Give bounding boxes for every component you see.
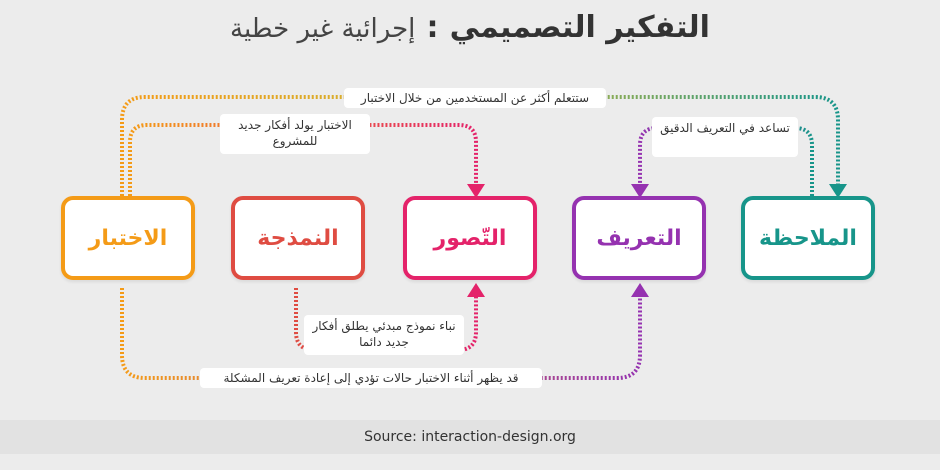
node-ideate-label: التّصور — [433, 225, 507, 251]
note-top-long: ستتعلم أكثر عن المستخدمين من خلال الاختب… — [344, 88, 606, 108]
arrowhead-define-top — [631, 184, 649, 198]
node-ideate: التّصور — [403, 196, 537, 280]
arrowhead-ideate-bottom — [467, 283, 485, 297]
node-test: الاختبار — [61, 196, 195, 280]
node-prototype: النمذجة — [231, 196, 365, 280]
note-bottom-long: قد يظهر أثناء الاختبار حالات تؤدي إلى إع… — [200, 368, 542, 388]
node-define-label: التعريف — [596, 225, 682, 251]
page-title: التفكير التصميمي : إجرائية غير خطية — [0, 10, 940, 45]
arrowhead-observe — [829, 184, 847, 198]
title-separator: : — [426, 10, 439, 45]
node-observe: الملاحظة — [741, 196, 875, 280]
title-bold: التفكير التصميمي — [449, 10, 710, 45]
arrowhead-define-bottom — [631, 283, 649, 297]
note-define-help: تساعد في التعريف الدقيق — [652, 117, 798, 157]
note-test-ideas: الاختبار يولد أفكار جديد للمشروع — [220, 114, 370, 154]
note-prototype-ideas: نباء نموذج مبدئي يطلق أفكار جديد دائما — [304, 315, 464, 355]
title-light: إجرائية غير خطية — [230, 14, 416, 44]
node-prototype-label: النمذجة — [257, 225, 339, 251]
source-footer: Source: interaction-design.org — [0, 420, 940, 454]
node-observe-label: الملاحظة — [759, 225, 857, 251]
node-test-label: الاختبار — [88, 225, 168, 251]
node-define: التعريف — [572, 196, 706, 280]
arrowhead-ideate-top — [467, 184, 485, 198]
loop-observe-to-define — [638, 126, 814, 196]
